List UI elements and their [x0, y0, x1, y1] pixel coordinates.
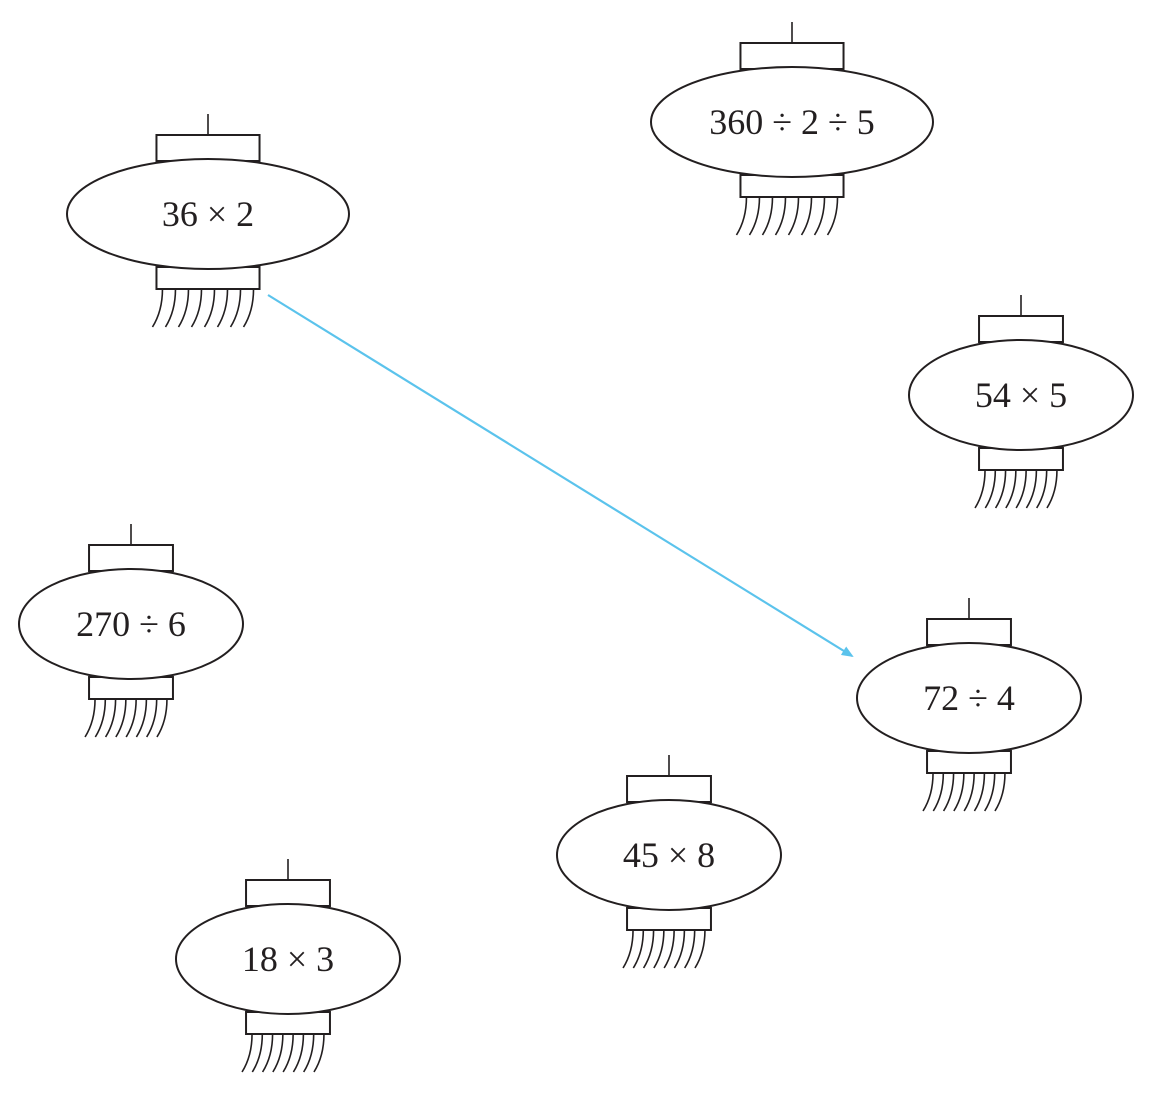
- lantern-bottom-cap: [979, 448, 1063, 470]
- lantern-expression: 54 × 5: [975, 375, 1067, 415]
- connection-arrow: [268, 295, 852, 656]
- lantern-top-cap: [156, 135, 259, 161]
- lantern-fringe: [923, 773, 1005, 811]
- lantern-bottom-cap: [89, 677, 173, 699]
- lantern: 360 ÷ 2 ÷ 5: [651, 22, 933, 235]
- lantern-bottom-cap: [246, 1012, 330, 1034]
- lantern-expression: 270 ÷ 6: [76, 604, 186, 644]
- lantern: 36 × 2: [67, 114, 349, 327]
- lantern-fringe: [736, 197, 837, 235]
- lantern: 18 × 3: [176, 859, 400, 1072]
- lantern-bottom-cap: [627, 908, 711, 930]
- lantern-expression: 72 ÷ 4: [923, 678, 1015, 718]
- lantern: 54 × 5: [909, 295, 1133, 508]
- lantern: 45 × 8: [557, 755, 781, 968]
- lantern-expression: 360 ÷ 2 ÷ 5: [709, 102, 875, 142]
- lantern-fringe: [623, 930, 705, 968]
- lantern-expression: 45 × 8: [623, 835, 715, 875]
- lantern-fringe: [152, 289, 253, 327]
- lantern-bottom-cap: [740, 175, 843, 197]
- lantern-bottom-cap: [156, 267, 259, 289]
- lantern-expression: 18 × 3: [242, 939, 334, 979]
- lantern-top-cap: [979, 316, 1063, 342]
- lantern-fringe: [85, 699, 167, 737]
- lantern-bottom-cap: [927, 751, 1011, 773]
- lantern-top-cap: [627, 776, 711, 802]
- lantern-expression: 36 × 2: [162, 194, 254, 234]
- lantern-top-cap: [740, 43, 843, 69]
- lantern-top-cap: [927, 619, 1011, 645]
- lantern-top-cap: [246, 880, 330, 906]
- lantern-fringe: [975, 470, 1057, 508]
- lantern: 270 ÷ 6: [19, 524, 243, 737]
- lantern-top-cap: [89, 545, 173, 571]
- lantern: 72 ÷ 4: [857, 598, 1081, 811]
- lantern-fringe: [242, 1034, 324, 1072]
